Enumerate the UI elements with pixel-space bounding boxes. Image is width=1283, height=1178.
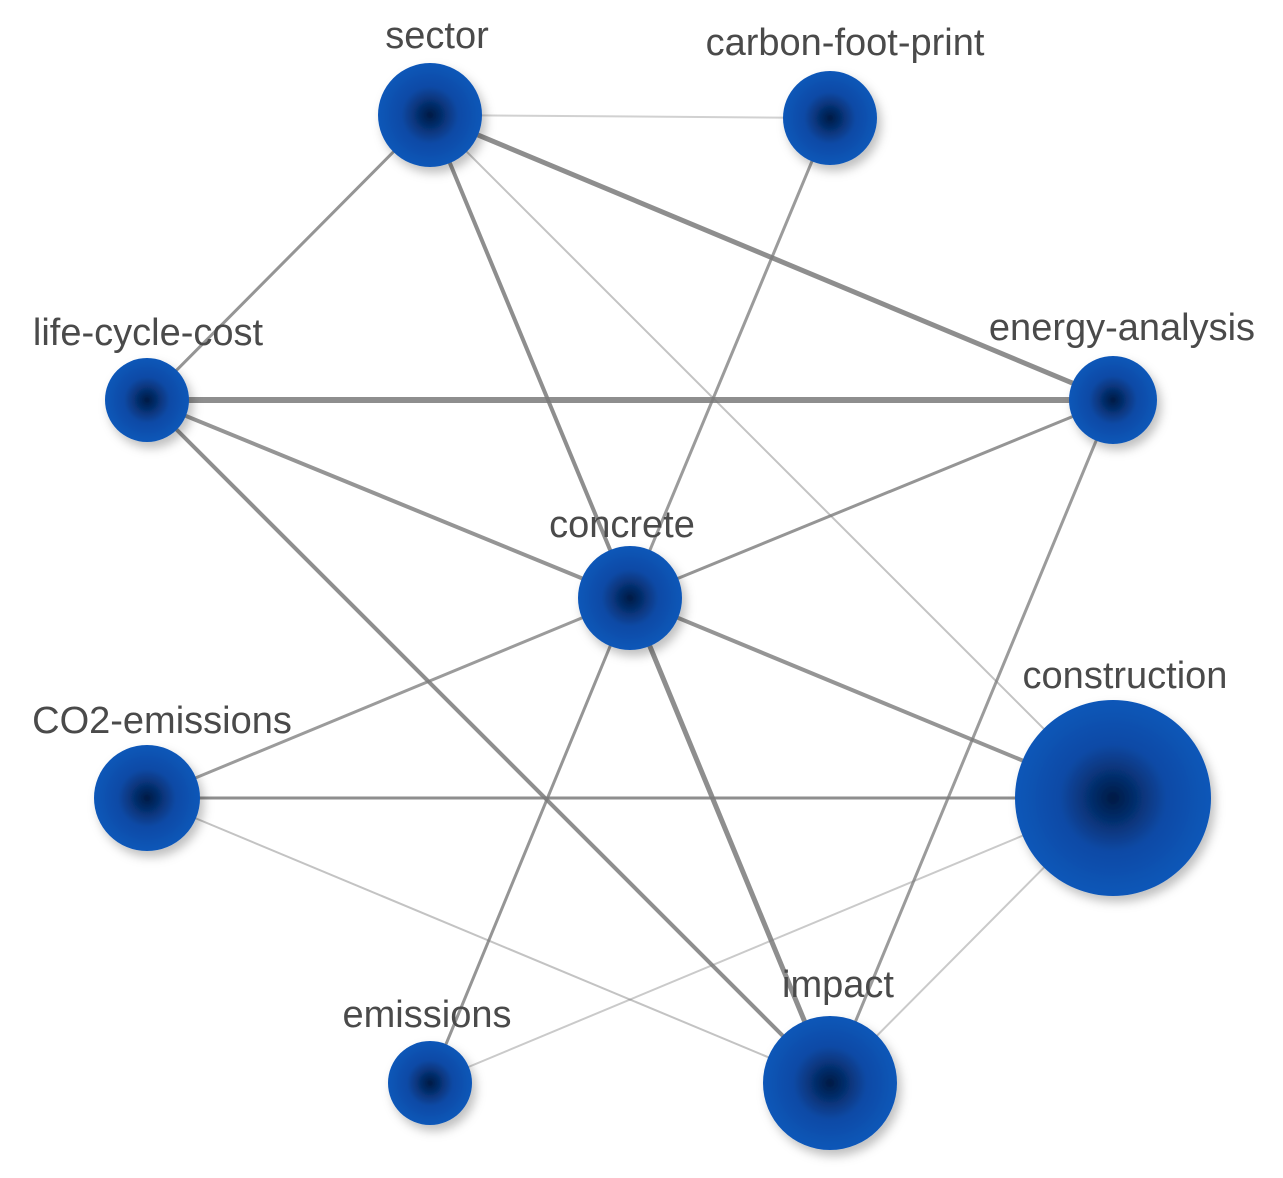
- node-label-life-cycle-cost: life-cycle-cost: [33, 312, 264, 354]
- edge-sector-construction: [429, 114, 1114, 799]
- node-carbon-foot-print: [783, 71, 877, 165]
- edge-concrete-emissions: [428, 596, 632, 1085]
- edge-sector-carbon-foot-print: [429, 114, 831, 119]
- node-label-impact: impact: [782, 964, 894, 1006]
- node-label-CO2-emissions: CO2-emissions: [32, 700, 292, 742]
- nodes-layer: [94, 63, 1211, 1150]
- edge-carbon-foot-print-concrete: [628, 116, 832, 600]
- node-label-emissions: emissions: [343, 994, 512, 1036]
- node-label-carbon-foot-print: carbon-foot-print: [706, 22, 985, 64]
- node-construction: [1015, 700, 1211, 896]
- edge-energy-analysis-concrete: [628, 398, 1115, 600]
- edge-CO2-emissions-impact: [146, 797, 831, 1084]
- edge-construction-emissions: [429, 797, 1114, 1084]
- node-energy-analysis: [1069, 356, 1157, 444]
- node-concrete: [578, 546, 682, 650]
- node-label-construction: construction: [1023, 655, 1228, 697]
- node-label-energy-analysis: energy-analysis: [989, 307, 1255, 349]
- edge-concrete-impact: [627, 595, 833, 1086]
- edge-sector-life-cycle-cost: [145, 113, 432, 402]
- node-CO2-emissions: [94, 745, 200, 851]
- edge-life-cycle-cost-concrete: [145, 398, 632, 600]
- labels-layer: sector carbon-foot-print life-cycle-cost en…: [32, 15, 1255, 1036]
- node-life-cycle-cost: [105, 358, 189, 442]
- edge-life-cycle-cost-impact: [145, 398, 832, 1085]
- node-label-sector: sector: [385, 15, 489, 57]
- node-impact: [763, 1016, 897, 1150]
- node-sector: [378, 63, 482, 167]
- node-emissions: [388, 1041, 472, 1125]
- edge-concrete-CO2-emissions: [145, 596, 632, 800]
- node-label-concrete: concrete: [549, 504, 695, 546]
- edge-sector-concrete: [428, 113, 632, 600]
